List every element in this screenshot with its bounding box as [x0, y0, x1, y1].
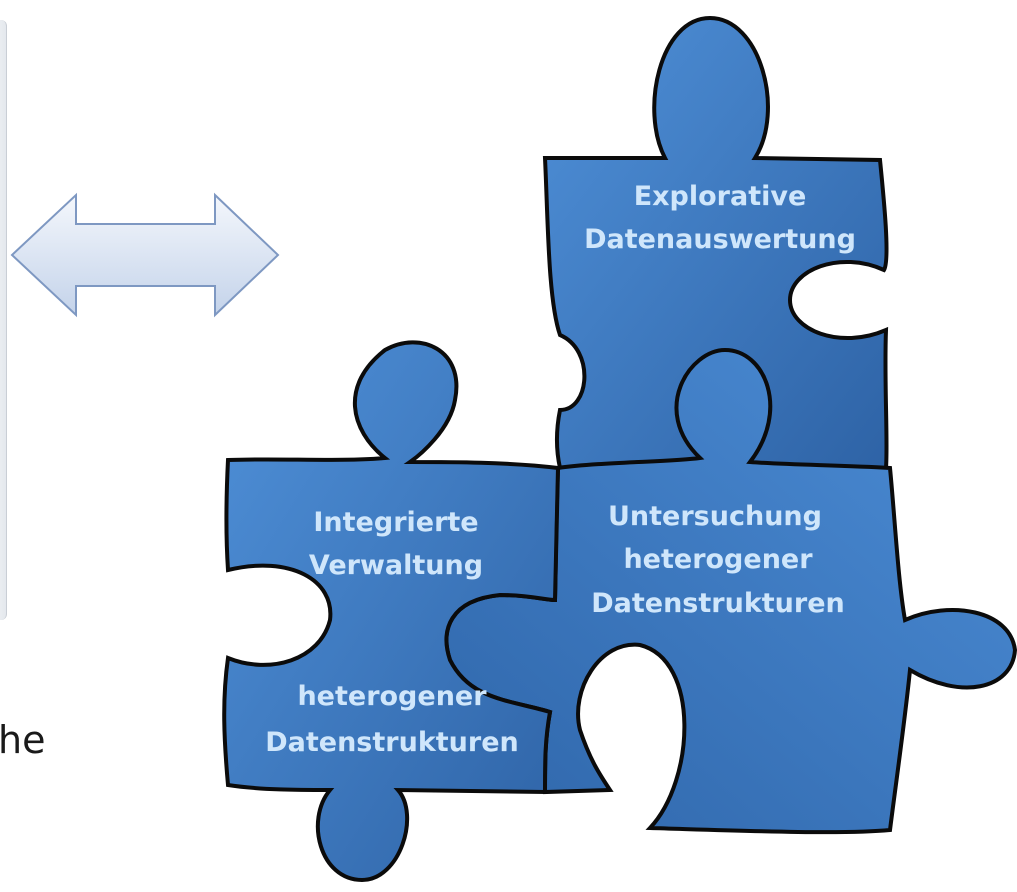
left-edge-panel	[0, 20, 7, 620]
label-left-lower-2: Datenstrukturen	[265, 727, 519, 758]
label-top-2: Datenauswertung	[584, 224, 856, 255]
label-middle-1: Untersuchung	[608, 501, 822, 532]
double-arrow-icon	[10, 192, 280, 318]
piece-seam	[553, 467, 560, 601]
label-left-lower-1: heterogener	[297, 681, 487, 712]
label-left-upper-2: Verwaltung	[309, 550, 483, 581]
label-middle-3: Datenstrukturen	[591, 588, 845, 619]
puzzle-piece-top	[542, 15, 889, 470]
cut-off-text: he	[0, 718, 46, 762]
label-left-upper-1: Integrierte	[313, 507, 478, 538]
label-middle-2: heterogener	[623, 544, 813, 575]
label-top-1: Explorative	[634, 181, 807, 212]
puzzle-piece-left	[222, 340, 561, 883]
